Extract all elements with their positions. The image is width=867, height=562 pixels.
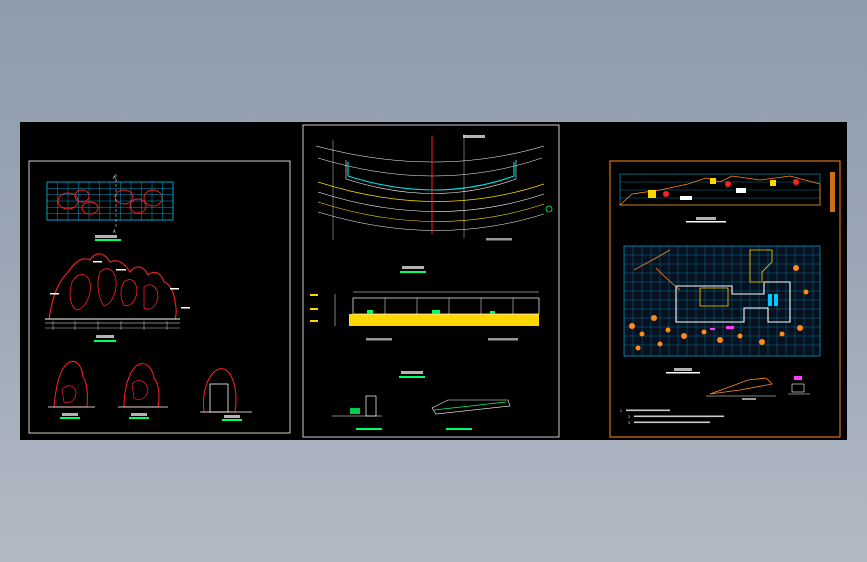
site-plan-grid — [623, 245, 821, 374]
design-notes: 1 2 3 — [620, 409, 724, 425]
sheet-2-pond-details — [302, 124, 560, 438]
plan-title — [95, 235, 117, 238]
slope-detail — [706, 377, 776, 400]
sheet-1-rockery-details: A A — [28, 160, 291, 434]
curved-pond-plan — [315, 134, 553, 273]
rock-plan-grid: A A — [46, 174, 174, 241]
pond-section-base — [349, 314, 539, 326]
cad-drawing: A A — [28, 124, 841, 438]
plan-section-mark-top: A — [113, 175, 116, 180]
pond-section — [310, 291, 540, 378]
plan-title-underline — [95, 239, 121, 241]
small-section-detail — [788, 376, 810, 395]
small-rock-elevation-1 — [48, 361, 95, 419]
sheet-1-border — [28, 160, 291, 434]
cad-model-space[interactable]: A A — [20, 122, 847, 440]
note-1-marker: 1 — [620, 409, 622, 413]
small-rock-elevation-2 — [118, 363, 168, 419]
pond-edge-detail-2 — [431, 399, 511, 430]
sheet-3-site-plan: 1 2 3 — [609, 160, 841, 438]
sheet-3-border — [609, 160, 841, 438]
plan-section-mark-bottom: A — [113, 229, 116, 234]
pond-edge-detail-1 — [332, 395, 382, 430]
rockery-elevation — [45, 253, 190, 342]
note-2-marker: 2 — [628, 415, 630, 419]
long-elevation — [618, 172, 835, 223]
rock-section-detail — [200, 368, 252, 421]
sheet-2-border — [302, 124, 560, 438]
note-3-marker: 3 — [628, 421, 630, 425]
